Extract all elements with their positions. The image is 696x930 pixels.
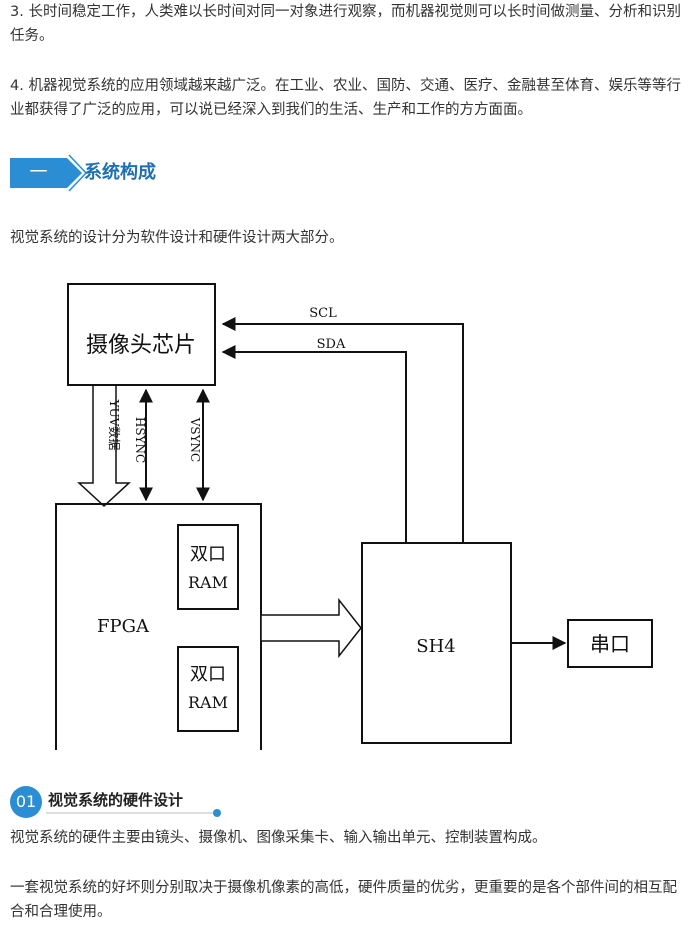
paragraph-hardware-components: 视觉系统的硬件主要由镜头、摄像机、图像采集卡、输入输出单元、控制装置构成。 xyxy=(10,830,547,846)
section-header: 一 系统构成 xyxy=(10,153,310,193)
scl-label: SCL xyxy=(309,306,337,321)
dual-port-ram-bottom xyxy=(177,646,239,732)
section-number: 一 xyxy=(29,162,48,183)
ram-top-line1: 双口 xyxy=(190,544,226,565)
hsync-label: HSYNC xyxy=(133,417,147,463)
camera-chip-label: 摄像头芯片 xyxy=(86,333,196,358)
ram-bottom-line1: 双口 xyxy=(190,664,226,685)
ram-bottom-line2: RAM xyxy=(188,693,228,712)
dual-port-ram-top xyxy=(177,524,239,610)
fpga-to-sh4-arrow xyxy=(260,597,362,659)
camera-chip-block xyxy=(67,283,216,386)
scl-line xyxy=(221,317,464,543)
subsection-dot xyxy=(213,809,221,817)
paragraph-stability: 3. 长时间稳定工作，人类难以长时间对同一对象进行观察，而机器视觉则可以长时间做… xyxy=(10,4,681,44)
serial-port-block xyxy=(567,619,653,668)
paragraph-applications: 4. 机器视觉系统的应用领域越来越广泛。在工业、农业、国防、交通、医疗、金融甚至… xyxy=(10,78,681,118)
serial-port-label: 串口 xyxy=(590,632,630,656)
subsection-number: 01 xyxy=(10,786,42,818)
sda-line xyxy=(221,345,407,543)
vsync-label: VSYNC xyxy=(188,417,202,463)
subsection-underline xyxy=(46,812,214,814)
paragraph-hardware-quality: 一套视觉系统的好坏则分别取决于摄像机像素的高低，硬件质量的优劣，更重要的是各个部… xyxy=(10,880,677,920)
yuv-data-arrow xyxy=(77,384,131,508)
section-title: 系统构成 xyxy=(84,162,156,183)
subsection-header: 01 视觉系统的硬件设计 xyxy=(10,784,270,820)
sda-label: SDA xyxy=(317,337,346,352)
chevron-right-icon xyxy=(58,154,88,192)
paragraph-intro: 视觉系统的设计分为软件设计和硬件设计两大部分。 xyxy=(10,230,344,246)
fpga-label: FPGA xyxy=(97,616,150,637)
yuv-label: YUV数据 xyxy=(107,399,122,451)
system-block-diagram: 摄像头芯片 SCL SDA YUV数据 HSYNC VSYNC FPGA 双口 … xyxy=(55,283,653,750)
ram-top-line2: RAM xyxy=(188,573,228,592)
subsection-title: 视觉系统的硬件设计 xyxy=(48,791,184,809)
fpga-block xyxy=(55,503,262,750)
sh4-label: SH4 xyxy=(416,636,455,657)
section-number-tab xyxy=(10,158,67,188)
